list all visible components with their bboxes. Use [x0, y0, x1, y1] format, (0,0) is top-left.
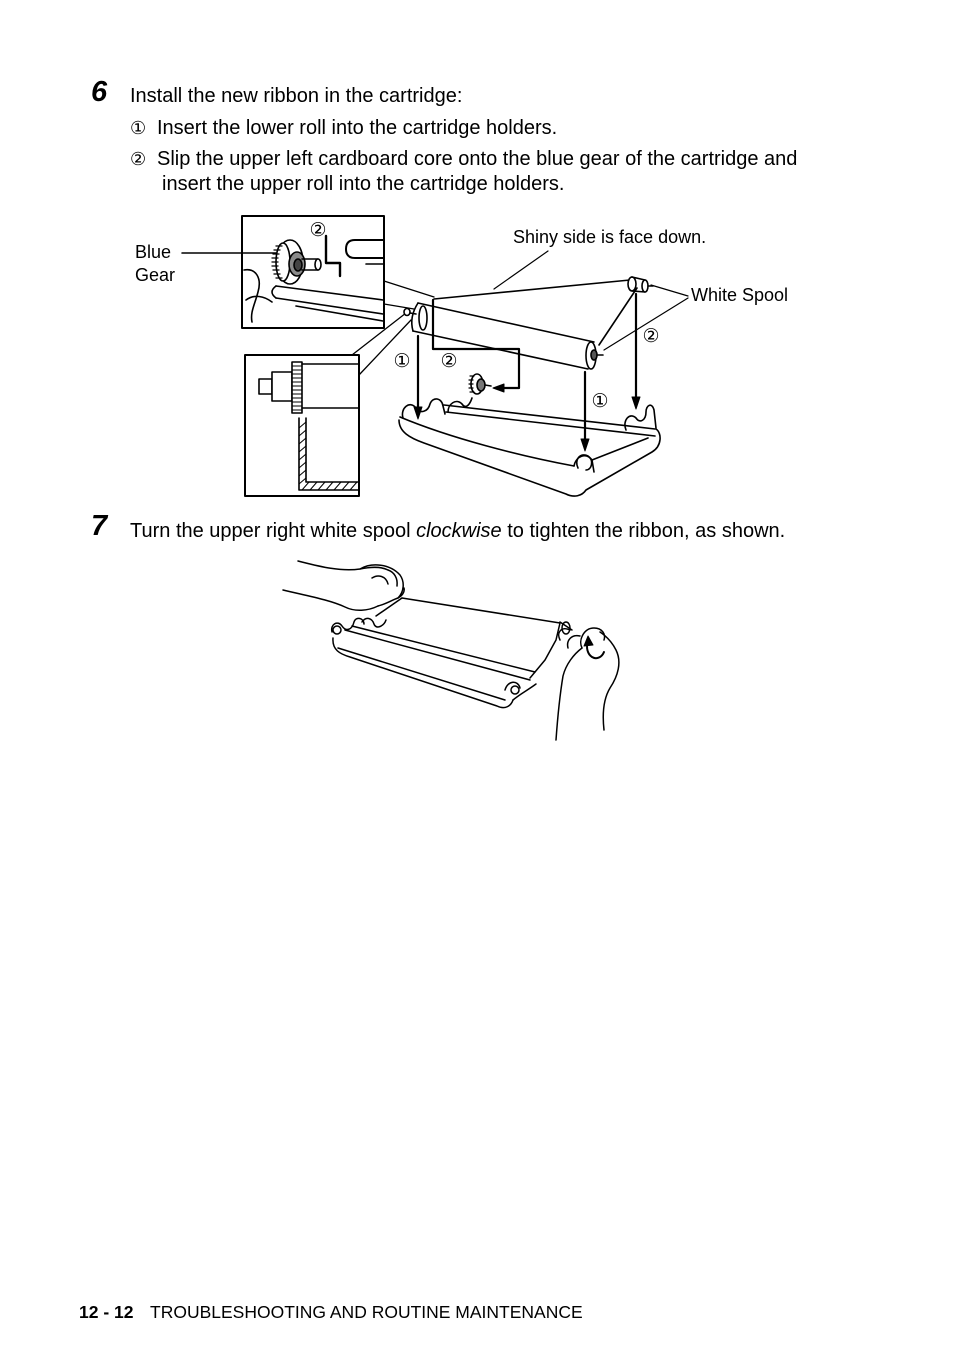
- step-instruction: Turn the upper right white spool clockwi…: [130, 519, 785, 544]
- substep-marker: ①: [130, 118, 147, 139]
- inset-callout-lines: [351, 312, 412, 376]
- blue-gear-label: Gear: [135, 265, 175, 285]
- ribbon-install-illustration: Blue Gear Shiny side is face down. White…: [135, 215, 788, 497]
- white-spool-leader-lines: [603, 284, 689, 351]
- tighten-ribbon-illustration: [282, 560, 620, 741]
- white-spool: [627, 276, 654, 293]
- cartridge-tray: [398, 397, 661, 497]
- step-instruction-text: to tighten the ribbon, as shown.: [501, 520, 786, 542]
- left-hand: [282, 560, 405, 611]
- figure-step-marker: ②: [309, 219, 326, 241]
- figure-step-marker: ②: [440, 350, 457, 372]
- step-instruction-emphasis: clockwise: [416, 520, 502, 542]
- substep-marker: ②: [130, 149, 147, 170]
- figure-step-marker: ②: [642, 325, 659, 347]
- blue-gear-label: Blue: [135, 242, 171, 262]
- step-instruction: Install the new ribbon in the cartridge:: [130, 85, 463, 107]
- page-number: 12 - 12: [79, 1302, 134, 1322]
- substep-text: Insert the lower roll into the cartridge…: [157, 117, 558, 139]
- white-spool-label: White Spool: [691, 285, 788, 305]
- section-title: TROUBLESHOOTING AND ROUTINE MAINTENANCE: [150, 1302, 583, 1322]
- insert-arrows: [413, 292, 641, 452]
- substep-text: Slip the upper left cardboard core onto …: [157, 148, 798, 195]
- step-number: 6: [91, 76, 108, 108]
- shiny-side-leader-line: [493, 250, 549, 290]
- shiny-side-label: Shiny side is face down.: [513, 227, 706, 247]
- cartridge-blue-gear: [468, 373, 492, 395]
- clockwise-rotation-arrow-icon: [583, 635, 605, 660]
- ribbon-sheet: [433, 279, 638, 346]
- figure-step-marker: ①: [591, 390, 608, 412]
- step-instruction-text: Turn the upper right white spool: [130, 520, 417, 542]
- blue-gear-detail-inset: [241, 215, 385, 329]
- figure-step-marker: ①: [393, 350, 410, 372]
- right-hand: [555, 627, 620, 741]
- ribbon-cartridge: [330, 597, 573, 709]
- step-number: 7: [91, 510, 108, 542]
- axle-holder-detail-inset: [244, 354, 360, 497]
